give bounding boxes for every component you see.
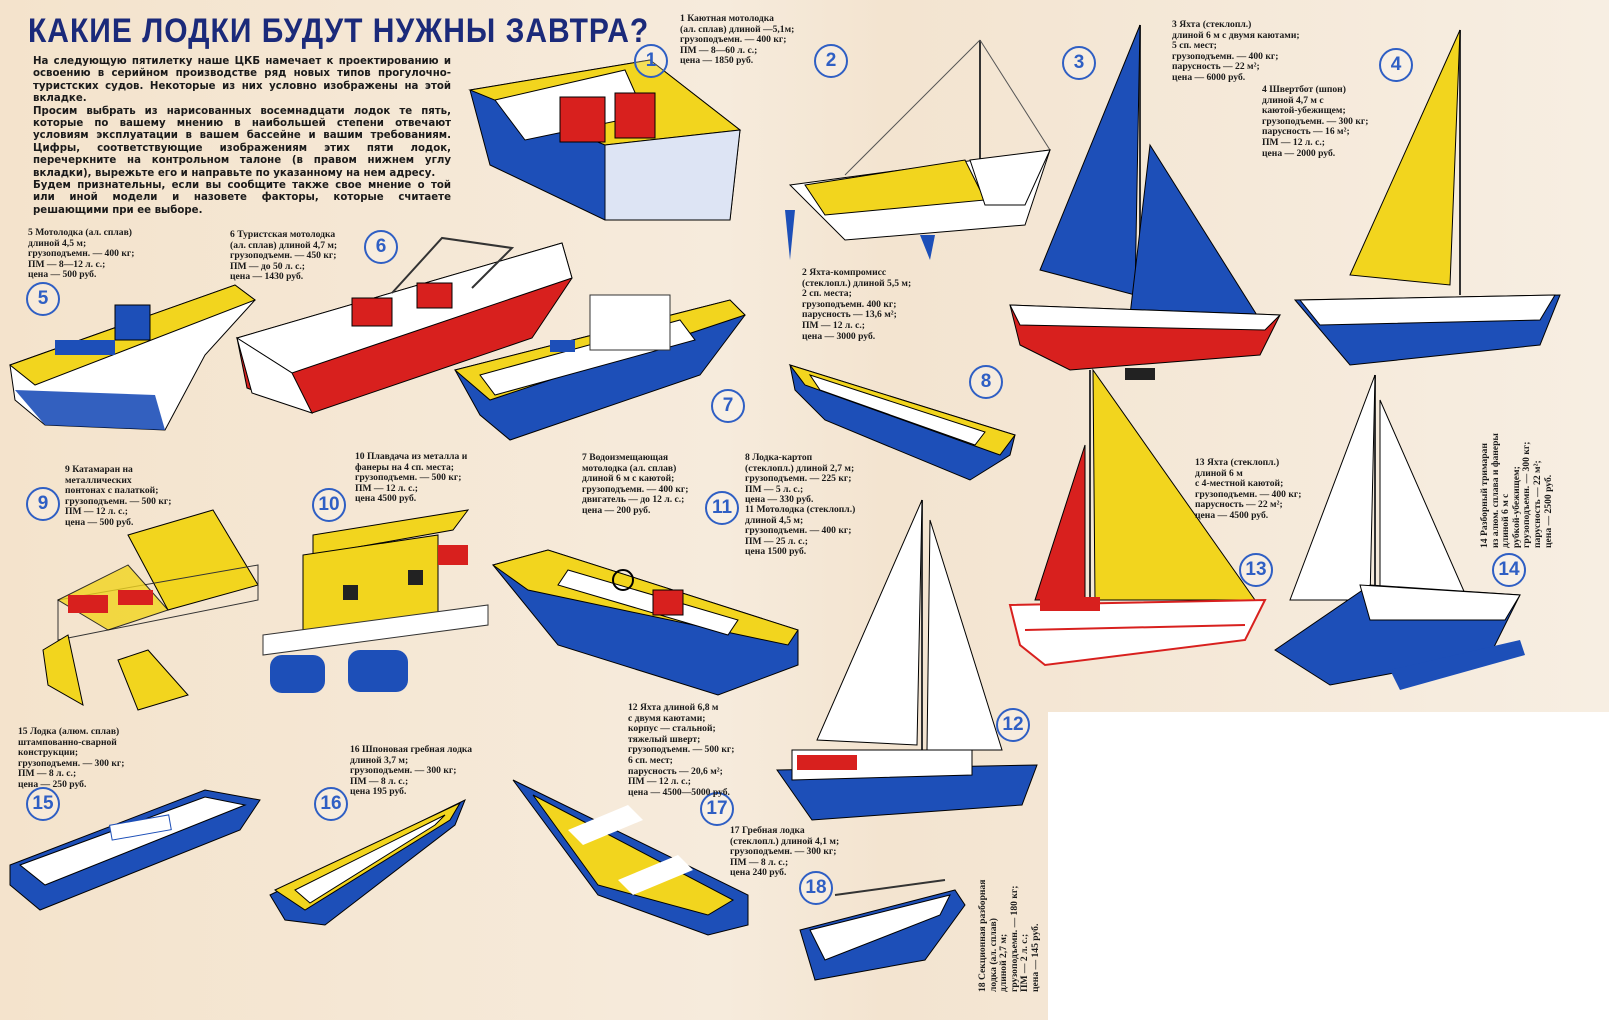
boat-18-spec: 18 Секционная разборная лодка (ал. сплав…: [977, 879, 1041, 992]
boat-number-badge[interactable]: 8: [969, 365, 1003, 399]
boat-7-spec: 7 Водоизмещающая мотолодка (ал. сплав) д…: [582, 452, 689, 516]
boat-1-spec: 1 Каютная мотолодка (ал. сплав) длиной —…: [680, 13, 795, 67]
boat-number-badge[interactable]: 15: [26, 787, 60, 821]
intro-paragraph: Будем признательны, если вы сообщите так…: [33, 180, 451, 216]
boat-11-spec: 11 Мотолодка (стеклопл.) длиной 4,5 м; г…: [745, 504, 856, 558]
boat-number-badge[interactable]: 4: [1379, 48, 1413, 82]
page-title: КАКИЕ ЛОДКИ БУДУТ НУЖНЫ ЗАВТРА?: [28, 12, 650, 50]
boat-number-badge[interactable]: 2: [814, 44, 848, 78]
boat-10-spec: 10 Плавдача из металла и фанеры на 4 сп.…: [355, 451, 468, 505]
boat-5-spec: 5 Мотолодка (ал. сплав) длиной 4,5 м; гр…: [28, 227, 135, 281]
boat-number-badge[interactable]: 7: [711, 389, 745, 423]
boat-number-badge[interactable]: 14: [1492, 553, 1526, 587]
boat-15-illustration: [9, 789, 261, 911]
boat-number-badge[interactable]: 10: [312, 488, 346, 522]
boat-16-illustration: [269, 798, 466, 926]
boat-10-illustration: [262, 509, 489, 693]
boat-number-badge[interactable]: 11: [705, 491, 739, 525]
boat-2-illustration: [785, 39, 1051, 260]
boat-3-spec: 3 Яхта (стеклопл.) длиной 6 м с двумя ка…: [1172, 19, 1300, 83]
boat-14-spec: 14 Разборный тримаран из алюм. сплава и …: [1479, 433, 1554, 548]
boat-15-spec: 15 Лодка (алюм. сплав) штампованно-сварн…: [18, 726, 125, 790]
boat-5-illustration: [8, 284, 257, 431]
intro-text: На следующую пятилетку наше ЦКБ намечает…: [33, 56, 451, 217]
boat-number-badge[interactable]: 9: [26, 487, 60, 521]
intro-paragraph: Просим выбрать из нарисованных восемнадц…: [33, 105, 451, 179]
boat-12-illustration: [776, 499, 1038, 821]
boat-number-badge[interactable]: 6: [364, 230, 398, 264]
boat-1-illustration: [468, 59, 742, 221]
boat-18-illustration: [799, 879, 966, 981]
boat-16-spec: 16 Шпоновая гребная лодка длиной 3,7 м; …: [350, 744, 473, 798]
boat-8-spec: 8 Лодка-картоп (стеклопл.) длиной 2,7 м;…: [745, 452, 855, 506]
boat-number-badge[interactable]: 13: [1239, 553, 1273, 587]
boat-14-illustration: [1274, 374, 1525, 690]
boat-number-badge[interactable]: 12: [996, 708, 1030, 742]
boat-6-spec: 6 Туристская мотолодка (ал. сплав) длино…: [230, 229, 338, 283]
boat-number-badge[interactable]: 17: [700, 792, 734, 826]
boat-number-badge[interactable]: 16: [314, 787, 348, 821]
boat-7-illustration: [453, 294, 746, 441]
boat-4-illustration: [1293, 29, 1561, 366]
boat-6-illustration: [235, 236, 573, 414]
boat-number-badge[interactable]: 3: [1062, 46, 1096, 80]
blank-area: [1048, 712, 1609, 1020]
intro-paragraph: На следующую пятилетку наше ЦКБ намечает…: [33, 56, 451, 105]
boat-13-illustration: [1008, 368, 1267, 667]
boat-12-spec: 12 Яхта длиной 6,8 м с двумя каютами; ко…: [628, 702, 735, 798]
boat-11-illustration: [491, 549, 799, 696]
boat-number-badge[interactable]: 5: [26, 282, 60, 316]
boat-13-spec: 13 Яхта (стеклопл.) длиной 6 м с 4-местн…: [1195, 457, 1302, 521]
boat-2-spec: 2 Яхта-компромисс (стеклопл.) длиной 5,5…: [802, 267, 912, 342]
boat-number-badge[interactable]: 18: [799, 871, 833, 905]
boat-4-spec: 4 Швертбот (шпон) длиной 4,7 м с каютой-…: [1262, 84, 1369, 159]
boat-17-illustration: [512, 779, 749, 936]
boat-9-illustration: [42, 509, 259, 711]
boat-number-badge[interactable]: 1: [634, 44, 668, 78]
boat-3-illustration: [1009, 24, 1282, 380]
boat-9-spec: 9 Катамаран на металлических понтонах с …: [65, 464, 172, 528]
boat-8-illustration: [788, 364, 1016, 481]
boat-17-spec: 17 Гребная лодка (стеклопл.) длиной 4,1 …: [730, 825, 840, 879]
